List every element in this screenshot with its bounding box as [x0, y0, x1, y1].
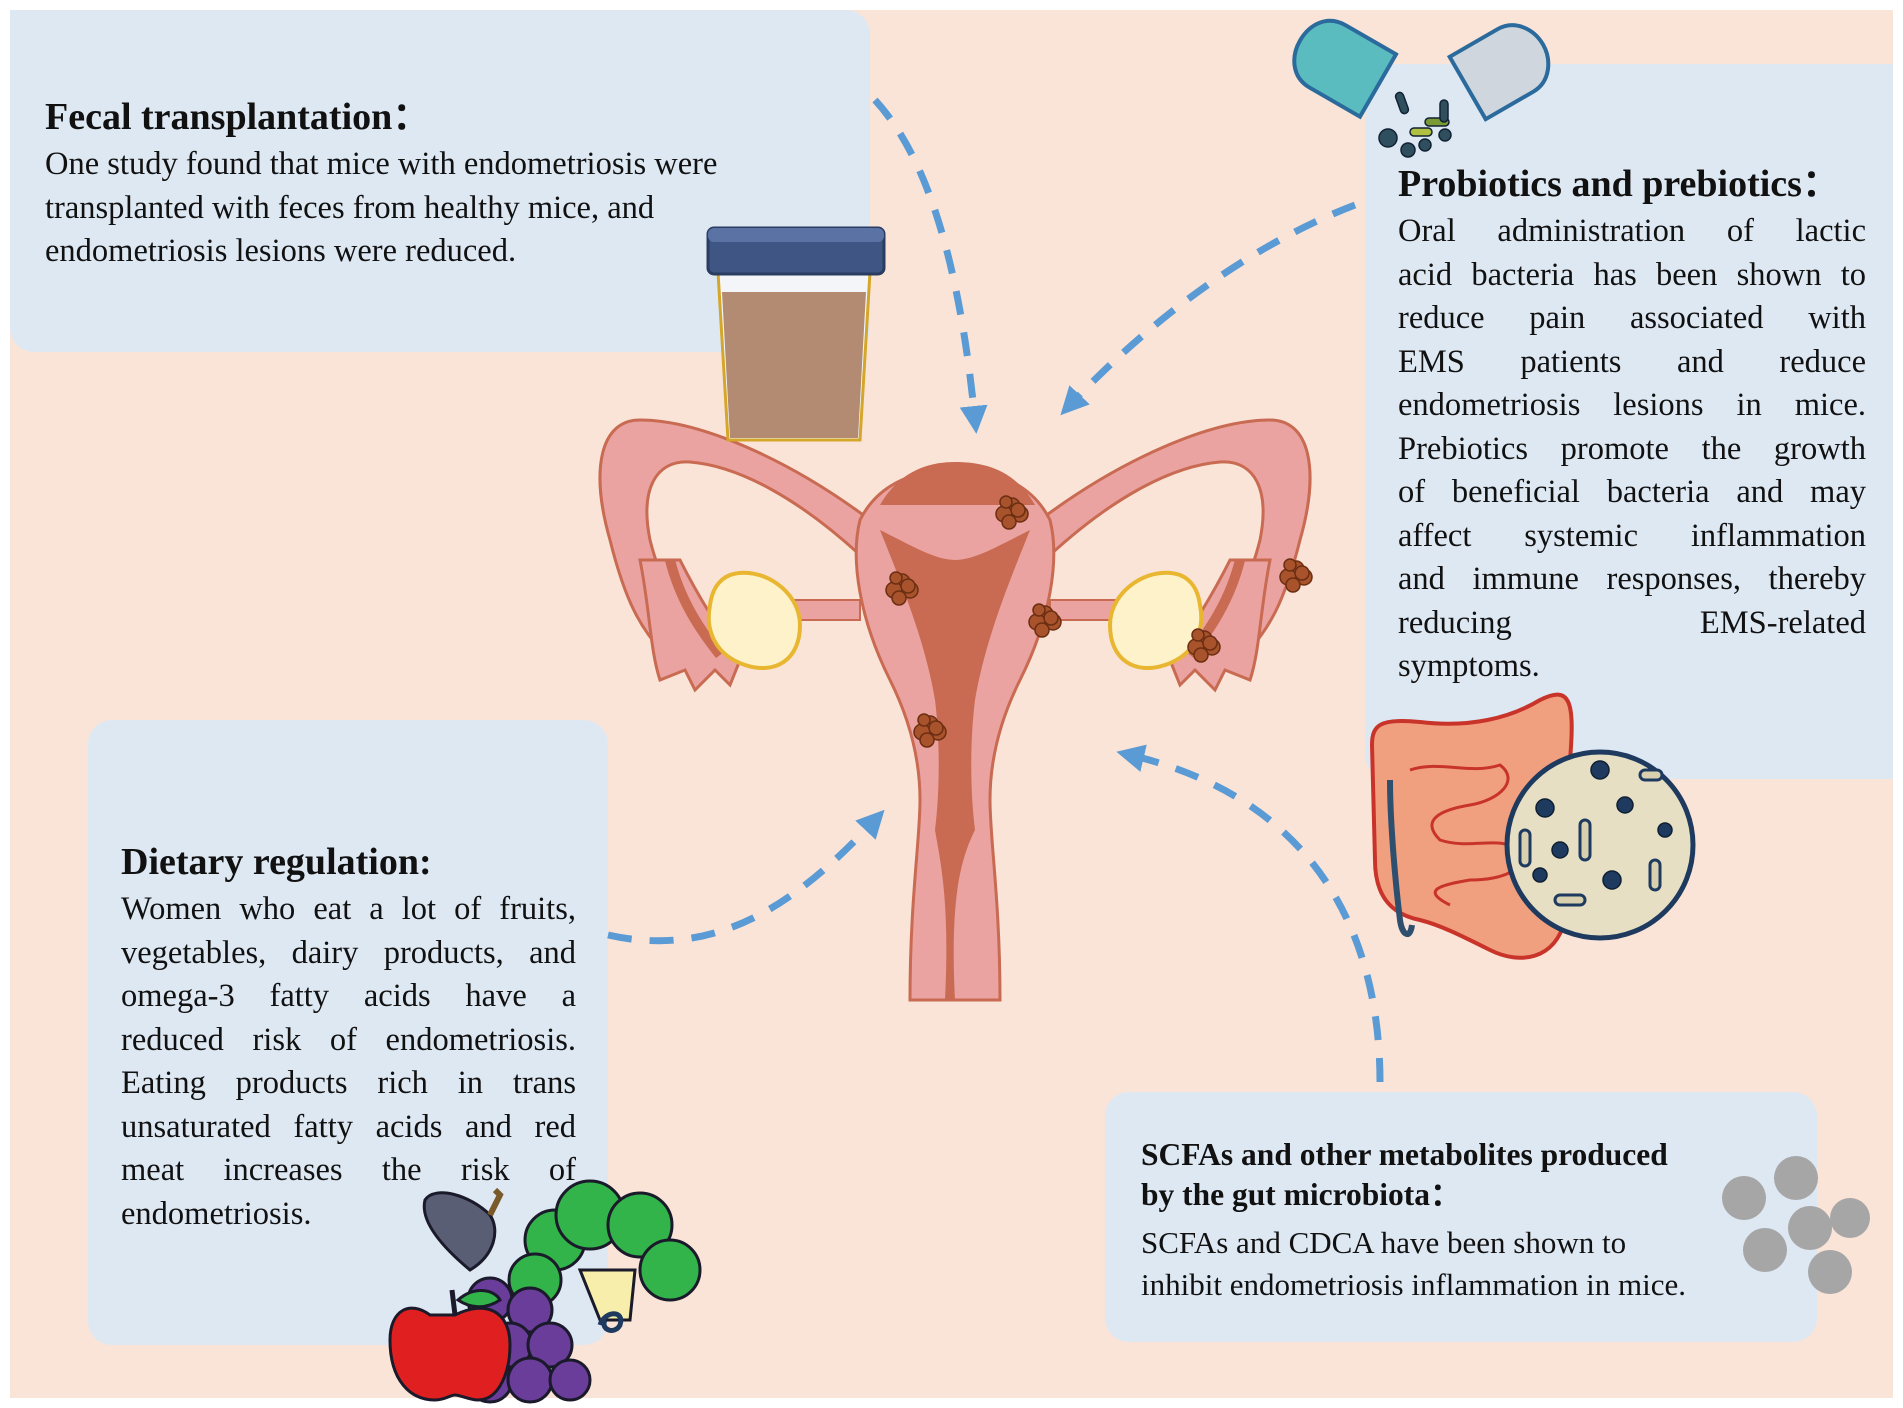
fecal-line: transplanted with feces from healthy mic… [45, 189, 655, 226]
scfa-title-line: SCFAs and other metabolites produced [1141, 1137, 1668, 1172]
probiotics-line: reducing EMS-related [1398, 604, 1866, 641]
fecal-body: One study found that mice with endometri… [45, 143, 805, 274]
fecal-line: One study found that mice with endometri… [45, 146, 718, 182]
dietary-line: omega-3 fatty acids have a [121, 978, 576, 1014]
probiotics-line: acid bacteria has been shown to [1398, 256, 1866, 293]
probiotics-line: affect systemic inflammation [1398, 517, 1866, 554]
probiotics-line: symptoms. [1398, 648, 1540, 684]
probiotics-line: endometriosis lesions in mice. [1398, 387, 1866, 423]
probiotic-capsule-icon [1292, 18, 1551, 158]
scfa-title-line: by the gut microbiota： [1141, 1177, 1462, 1212]
probiotics-body: Oral administration of lactic acid bacte… [1398, 210, 1866, 689]
fecal-title: Fecal transplantation： [45, 96, 431, 138]
apple [388, 1289, 512, 1402]
dietary-line: meat increases the risk of [121, 1152, 576, 1188]
uterus-illustration [598, 418, 1313, 1002]
fecal-line: endometriosis lesions were reduced. [45, 233, 517, 269]
dietary-line: vegetables, dairy products, and [121, 934, 576, 971]
dietary-line: unsaturated fatty acids and red [121, 1108, 576, 1145]
scfa-panel [1105, 1092, 1817, 1342]
scfa-line: inhibit endometriosis inflammation in mi… [1141, 1267, 1686, 1302]
probiotics-panel [1365, 64, 1893, 779]
scfa-body: SCFAs and CDCA have been shown to inhibi… [1141, 1222, 1686, 1306]
dietary-line: endometriosis. [121, 1195, 312, 1232]
probiotics-title: Probiotics and prebiotics： [1398, 163, 1840, 205]
dietary-line: Women who eat a lot of fruits, [121, 891, 576, 927]
arrow-fecal [872, 97, 988, 434]
scfa-line: SCFAs and CDCA have been shown to [1141, 1225, 1627, 1260]
arrow-dietary [607, 809, 885, 945]
dietary-title: Dietary regulation: [121, 841, 432, 883]
probiotics-line: and immune responses, thereby [1398, 561, 1866, 597]
arrow-scfa [1116, 744, 1384, 1083]
scfa-title: SCFAs and other metabolites produced by … [1141, 1135, 1668, 1215]
metabolite-dots-icon [1722, 1156, 1870, 1294]
probiotics-line: of beneficial bacteria and may [1398, 474, 1866, 510]
stool-sample-cup-icon [706, 226, 886, 442]
probiotics-line: Prebiotics promote the growth [1398, 430, 1866, 467]
intestine-microbiota-icon [1369, 692, 1696, 960]
dietary-line: reduced risk of endometriosis. [121, 1021, 576, 1058]
probiotics-line: Oral administration of lactic [1398, 213, 1866, 249]
dietary-line: Eating products rich in trans [121, 1065, 576, 1101]
probiotics-line: reduce pain associated with [1398, 300, 1866, 336]
arrow-probiotics [1060, 201, 1357, 416]
probiotics-line: EMS patients and reduce [1398, 343, 1866, 380]
dietary-body: Women who eat a lot of fruits, vegetable… [121, 888, 576, 1236]
fruit-vegetable-icon [388, 1179, 702, 1404]
dashed-arrows [607, 97, 1384, 1083]
dietary-panel [88, 720, 608, 1345]
